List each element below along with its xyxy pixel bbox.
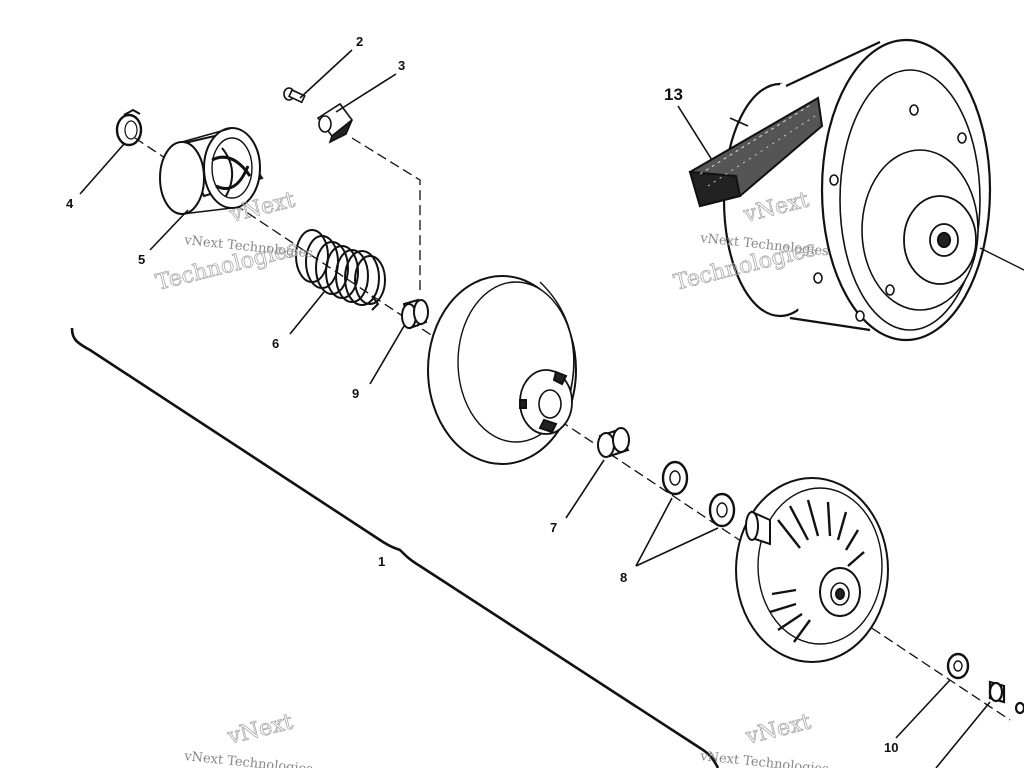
callout-1: 1	[378, 554, 385, 569]
callout-7: 7	[550, 520, 557, 535]
nut-bolt-edge	[988, 680, 1024, 715]
leader-lines	[79, 49, 991, 769]
callout-2: 2	[356, 34, 363, 49]
callout-5: 5	[138, 252, 145, 267]
movable-sheave	[427, 275, 577, 465]
callout-8: 8	[620, 570, 627, 585]
snap-ring-part-4	[115, 108, 143, 147]
bushing-part-9	[401, 298, 429, 330]
callout-10: 10	[884, 740, 898, 755]
roller-part-3	[316, 102, 354, 144]
drive-belt-part-13	[688, 96, 824, 208]
callout-9: 9	[352, 386, 359, 401]
spider-cup-part-5	[159, 127, 264, 215]
sheave-fins	[769, 499, 865, 643]
watermark-text: vNext	[742, 710, 813, 750]
watermark-left-lower: vNext vNext Technologies	[183, 709, 314, 773]
watermark-text: vNext Technologies	[699, 749, 830, 768]
bushing-part-7	[597, 427, 630, 458]
callout-13: 13	[664, 85, 683, 104]
callout-labels: 2 3 4 5 6 9 1 7 8 10 13	[66, 34, 898, 755]
callout-3: 3	[398, 58, 405, 73]
watermark-right-lower: vNext vNext Technologies	[699, 709, 830, 773]
watermark-text: vNext Technologies	[183, 749, 314, 768]
callout-6: 6	[272, 336, 279, 351]
assembly-bolts	[813, 104, 967, 322]
watermark-text: vNext	[224, 710, 295, 750]
spring-part-6	[295, 229, 386, 311]
callout-4: 4	[66, 196, 74, 211]
assembly-bracket	[70, 327, 720, 769]
washer-part-10	[946, 652, 970, 680]
installed-clutch-assembly	[722, 38, 1024, 342]
washers-part-8	[661, 460, 736, 528]
fixed-sheave	[735, 477, 889, 663]
pin-part-2	[283, 87, 306, 104]
